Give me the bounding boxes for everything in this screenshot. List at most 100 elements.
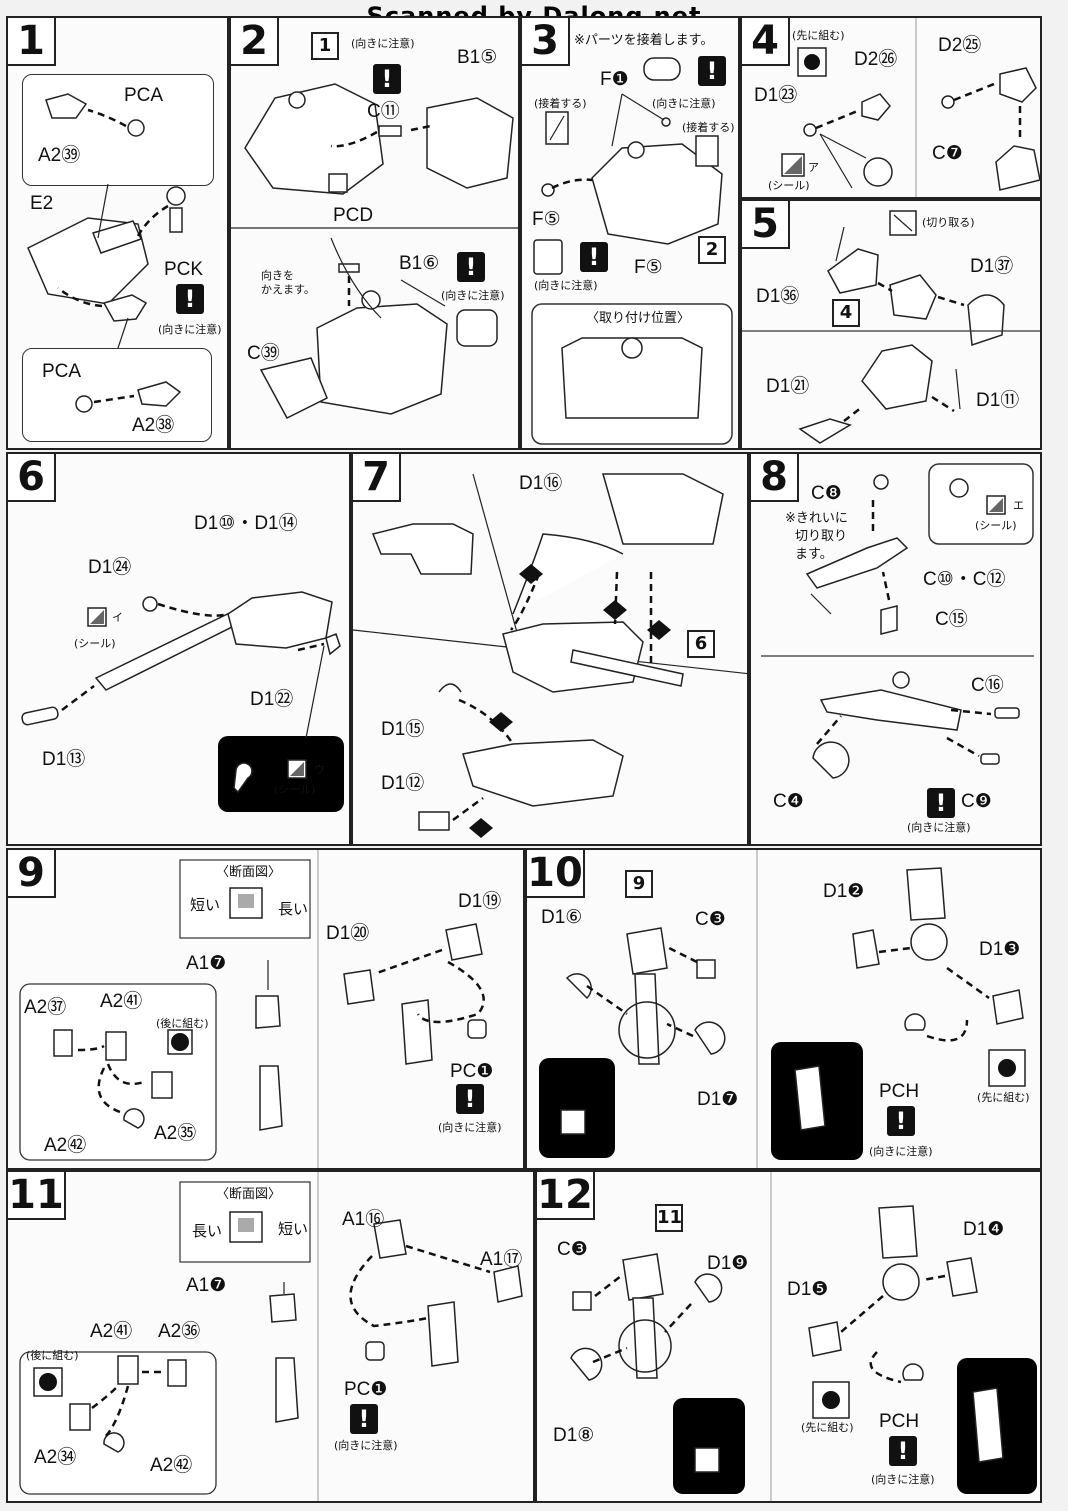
glue-note: (接着する)	[682, 121, 735, 134]
part-label: C⑯	[971, 675, 1004, 696]
detail-callout	[22, 74, 214, 186]
cross-section-title: 〈断面図〉	[216, 1187, 282, 1202]
step-5-drawing	[742, 210, 1040, 444]
step-4-panel: 4 (先に組む) D2㉖ D2㉕ D1㉓ ア (シール) C❼	[740, 16, 1042, 199]
part-label: D1⑥	[541, 907, 583, 928]
length-label: 短い	[190, 897, 221, 914]
step-9-drawing	[19, 850, 487, 1168]
step-number: 6	[8, 454, 56, 502]
reference-step-box: 1	[311, 32, 339, 60]
step-11-drawing	[19, 1172, 523, 1501]
step-5-panel: 5 (切り取る) D1㊲ D1㊱ 4 D1㉑ D1⑪	[740, 199, 1042, 450]
part-label: D1⑬	[42, 749, 86, 770]
part-label: D1⑮	[381, 719, 425, 740]
reference-step-box: 2	[698, 236, 726, 264]
part-label: D1㉓	[754, 85, 798, 106]
caution-note: (向きに注意)	[438, 1121, 502, 1134]
part-label: A2㉟	[154, 1123, 197, 1144]
part-label: D1㉔	[88, 557, 132, 578]
part-label: F⑤	[634, 257, 663, 278]
step-1-panel: 1 PCA A2㊴ E2 PCK ! (向きに注意) PCA A2㊳	[6, 16, 229, 450]
part-label: D1⑪	[976, 390, 1020, 411]
header-note: ※パーツを接着します。	[574, 33, 714, 48]
sticker-letter: エ	[1013, 499, 1024, 512]
step-7-panel: 7 D1⑯ 6 D1⑮ D1⑫	[351, 452, 749, 846]
part-label: PCK	[164, 259, 204, 280]
part-label: C❾	[961, 791, 992, 812]
part-label: A2㊷	[150, 1455, 193, 1476]
part-label: PCH	[879, 1411, 920, 1432]
part-label: D1❹	[963, 1219, 1005, 1240]
step-7-drawing	[353, 473, 747, 838]
step-1-drawing	[27, 93, 186, 413]
part-label: A2㊷	[44, 1135, 87, 1156]
part-label: D1❾	[707, 1253, 749, 1274]
sticker-note: (シール)	[274, 783, 316, 796]
caution-note: (向きに注意)	[871, 1473, 935, 1486]
part-label: A1❼	[186, 953, 227, 974]
cut-note: ※きれいに	[785, 511, 848, 526]
instruction-note: 向きを	[261, 269, 294, 282]
glue-note: (接着する)	[534, 97, 587, 110]
caution-note: (向きに注意)	[907, 821, 971, 834]
part-label: E2	[30, 193, 54, 214]
step-2-panel: 2 1 ! (向きに注意) B1⑤ C⑪ PCD 向きを かえます。 B1⑥ !…	[229, 16, 520, 450]
step-number: 11	[8, 1172, 66, 1220]
part-label: D1❼	[697, 1089, 739, 1110]
part-label: B1⑥	[399, 253, 440, 274]
part-label: C⑩・C⑫	[923, 569, 1006, 590]
step-12-drawing	[570, 1172, 1037, 1501]
part-label: F⑤	[532, 209, 561, 230]
step-10-drawing	[539, 850, 1026, 1168]
part-label: A2㊲	[24, 997, 67, 1018]
step-3-drawing	[531, 57, 733, 445]
part-label: PC❶	[450, 1061, 494, 1082]
part-label: A1⑯	[342, 1209, 385, 1230]
part-label: C❸	[557, 1239, 588, 1260]
sticker-letter: ア	[808, 161, 819, 174]
sticker-letter: イ	[112, 611, 123, 624]
reference-step-box: 4	[832, 299, 860, 327]
part-label: C㊴	[247, 343, 280, 364]
step-2-drawing	[231, 83, 518, 419]
instruction-note: (先に組む)	[801, 1421, 854, 1434]
instruction-note: かえます。	[261, 283, 315, 296]
part-label: D2㉕	[938, 35, 982, 56]
step-number: 9	[8, 850, 56, 898]
instruction-note: (先に組む)	[977, 1091, 1030, 1104]
warning-exclamation-icon: !	[456, 1084, 484, 1114]
caution-note: (向きに注意)	[158, 323, 222, 336]
position-caption: 〈取り付け位置〉	[586, 311, 691, 326]
part-label: A1❼	[186, 1275, 227, 1296]
part-label: D1⑳	[326, 923, 370, 944]
sticker-note: (シール)	[975, 519, 1017, 532]
part-label: D1⑧	[553, 1425, 595, 1446]
step-number: 12	[537, 1172, 595, 1220]
reference-step-box: 6	[687, 630, 715, 658]
caution-note: (向きに注意)	[334, 1439, 398, 1452]
part-label: A2㊶	[90, 1321, 133, 1342]
part-label: A2㊳	[132, 415, 175, 436]
part-label: PCA	[124, 85, 164, 106]
part-label: D1⑲	[458, 891, 502, 912]
step-6-panel: 6 D1⑩・D1⑭ D1㉔ イ (シール) D1㉒ D1⑬ ウ (シール)	[6, 452, 351, 846]
caution-note: (向きに注意)	[351, 37, 415, 50]
part-label: C❹	[773, 791, 804, 812]
warning-exclamation-icon: !	[350, 1404, 378, 1434]
cut-note: ます。	[795, 547, 833, 562]
part-label: A2㊶	[100, 991, 143, 1012]
reference-step-box: 11	[655, 1204, 683, 1232]
warning-exclamation-icon: !	[887, 1106, 915, 1136]
part-label: PCA	[42, 361, 82, 382]
step-number: 7	[353, 454, 401, 502]
instruction-note: (先に組む)	[792, 29, 845, 42]
caution-note: (向きに注意)	[869, 1145, 933, 1158]
part-label: PC❶	[344, 1379, 388, 1400]
part-label: C❽	[811, 483, 842, 504]
detail-callout	[22, 348, 212, 442]
step-3-panel: 3 ※パーツを接着します。 F❶ ! (向きに注意) (接着する) (接着する)…	[520, 16, 740, 450]
part-label: D1⑯	[519, 473, 563, 494]
warning-exclamation-icon: !	[373, 64, 401, 94]
caution-note: (向きに注意)	[534, 279, 598, 292]
step-9-panel: 9 〈断面図〉 短い 長い A1❼ A2㊲ A2㊶ (後に組む) A2㊷ A2㉟…	[6, 848, 525, 1170]
